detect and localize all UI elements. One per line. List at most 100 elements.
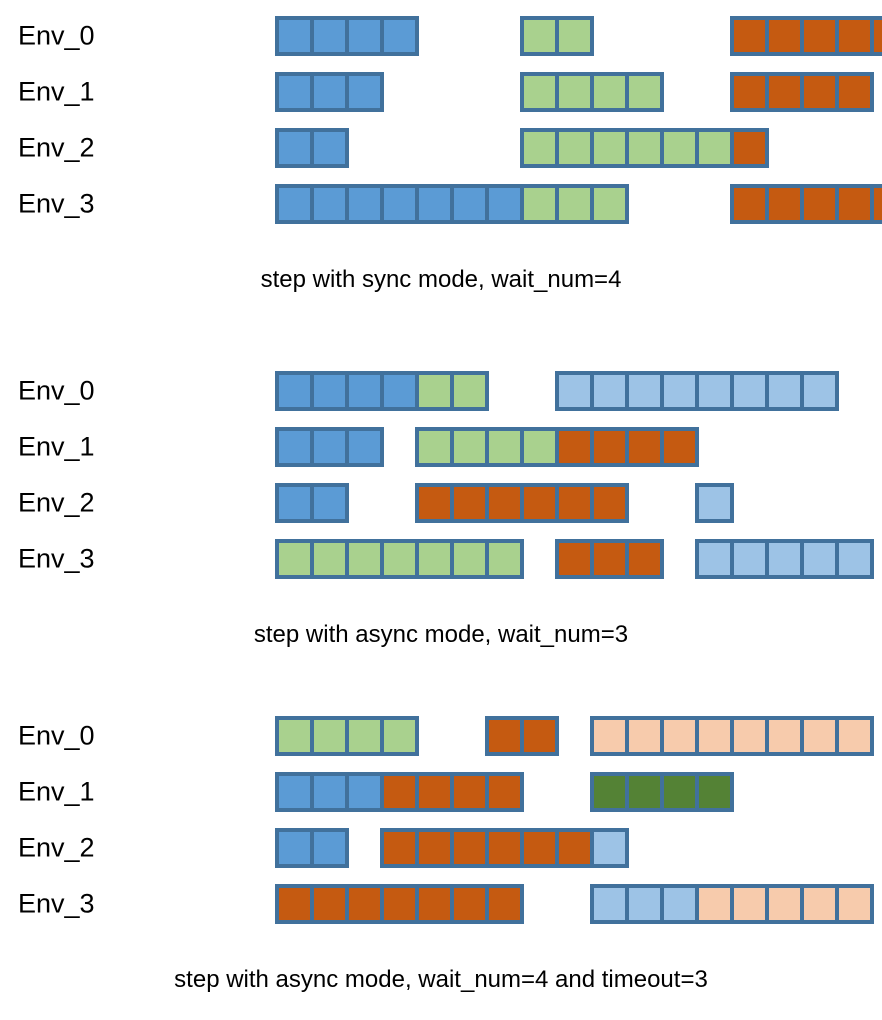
step-block-green[interactable]: [629, 132, 660, 164]
step-block-lightblue[interactable]: [594, 832, 625, 864]
step-block-lightblue[interactable]: [559, 375, 590, 407]
step-block-group[interactable]: [730, 16, 882, 56]
step-block-green[interactable]: [349, 543, 380, 575]
step-block-red[interactable]: [769, 76, 800, 108]
step-block-blue[interactable]: [279, 487, 310, 519]
step-block-red[interactable]: [419, 888, 450, 920]
step-block-green[interactable]: [594, 76, 625, 108]
step-block-group[interactable]: [555, 539, 664, 579]
step-block-red[interactable]: [384, 832, 415, 864]
step-block-group[interactable]: [275, 716, 419, 756]
step-block-blue[interactable]: [314, 375, 345, 407]
step-block-green[interactable]: [384, 543, 415, 575]
step-block-green[interactable]: [594, 188, 625, 220]
step-block-lightblue[interactable]: [769, 543, 800, 575]
step-block-lightblue[interactable]: [839, 543, 870, 575]
step-block-peach[interactable]: [629, 720, 660, 752]
step-block-red[interactable]: [629, 431, 660, 463]
step-block-green[interactable]: [489, 431, 520, 463]
step-block-blue[interactable]: [279, 832, 310, 864]
step-block-blue[interactable]: [349, 76, 380, 108]
step-block-group[interactable]: [485, 716, 559, 756]
step-block-peach[interactable]: [804, 720, 835, 752]
step-block-green[interactable]: [594, 132, 625, 164]
step-block-group[interactable]: [590, 884, 874, 924]
step-block-blue[interactable]: [419, 188, 450, 220]
step-block-red[interactable]: [734, 76, 765, 108]
step-block-red[interactable]: [839, 76, 870, 108]
step-block-green[interactable]: [419, 431, 450, 463]
step-block-red[interactable]: [314, 888, 345, 920]
step-block-peach[interactable]: [734, 888, 765, 920]
step-block-lightblue[interactable]: [594, 375, 625, 407]
step-block-darkgreen[interactable]: [699, 776, 730, 808]
step-block-green[interactable]: [524, 188, 555, 220]
step-block-green[interactable]: [524, 431, 555, 463]
step-block-group[interactable]: [275, 184, 629, 224]
step-block-red[interactable]: [874, 20, 882, 52]
step-block-red[interactable]: [839, 188, 870, 220]
step-block-red[interactable]: [804, 188, 835, 220]
step-block-red[interactable]: [454, 776, 485, 808]
step-block-red[interactable]: [384, 776, 415, 808]
step-block-green[interactable]: [349, 720, 380, 752]
step-block-blue[interactable]: [279, 375, 310, 407]
step-block-lightblue[interactable]: [664, 888, 695, 920]
step-block-red[interactable]: [419, 832, 450, 864]
step-block-red[interactable]: [419, 776, 450, 808]
step-block-darkgreen[interactable]: [594, 776, 625, 808]
step-block-red[interactable]: [524, 832, 555, 864]
step-block-group[interactable]: [275, 828, 349, 868]
step-block-green[interactable]: [314, 720, 345, 752]
step-block-group[interactable]: [415, 483, 629, 523]
step-block-peach[interactable]: [839, 720, 870, 752]
step-block-red[interactable]: [804, 76, 835, 108]
step-block-lightblue[interactable]: [629, 888, 660, 920]
step-block-blue[interactable]: [314, 431, 345, 463]
step-block-green[interactable]: [699, 132, 730, 164]
step-block-red[interactable]: [664, 431, 695, 463]
step-block-red[interactable]: [419, 487, 450, 519]
step-block-green[interactable]: [314, 543, 345, 575]
step-block-red[interactable]: [594, 543, 625, 575]
step-block-red[interactable]: [734, 20, 765, 52]
step-block-green[interactable]: [524, 132, 555, 164]
step-block-red[interactable]: [524, 720, 555, 752]
step-block-group[interactable]: [275, 16, 419, 56]
step-block-group[interactable]: [520, 72, 664, 112]
step-block-green[interactable]: [524, 76, 555, 108]
step-block-lightblue[interactable]: [804, 543, 835, 575]
step-block-red[interactable]: [594, 431, 625, 463]
step-block-green[interactable]: [454, 543, 485, 575]
step-block-group[interactable]: [415, 427, 699, 467]
step-block-group[interactable]: [590, 716, 874, 756]
step-block-red[interactable]: [454, 487, 485, 519]
step-block-lightblue[interactable]: [699, 375, 730, 407]
step-block-blue[interactable]: [454, 188, 485, 220]
step-block-lightblue[interactable]: [699, 487, 730, 519]
step-block-red[interactable]: [384, 888, 415, 920]
step-block-blue[interactable]: [314, 776, 345, 808]
step-block-red[interactable]: [524, 487, 555, 519]
step-block-lightblue[interactable]: [734, 375, 765, 407]
step-block-group[interactable]: [275, 371, 489, 411]
step-block-green[interactable]: [559, 132, 590, 164]
step-block-blue[interactable]: [279, 776, 310, 808]
step-block-green[interactable]: [454, 375, 485, 407]
step-block-blue[interactable]: [279, 188, 310, 220]
step-block-group[interactable]: [695, 539, 874, 579]
step-block-red[interactable]: [874, 188, 882, 220]
step-block-red[interactable]: [559, 487, 590, 519]
step-block-group[interactable]: [275, 483, 349, 523]
step-block-lightblue[interactable]: [664, 375, 695, 407]
step-block-group[interactable]: [590, 772, 734, 812]
step-block-blue[interactable]: [314, 188, 345, 220]
step-block-red[interactable]: [454, 888, 485, 920]
step-block-green[interactable]: [384, 720, 415, 752]
step-block-peach[interactable]: [699, 888, 730, 920]
step-block-lightblue[interactable]: [804, 375, 835, 407]
step-block-peach[interactable]: [734, 720, 765, 752]
step-block-group[interactable]: [555, 371, 839, 411]
step-block-blue[interactable]: [349, 375, 380, 407]
step-block-blue[interactable]: [349, 188, 380, 220]
